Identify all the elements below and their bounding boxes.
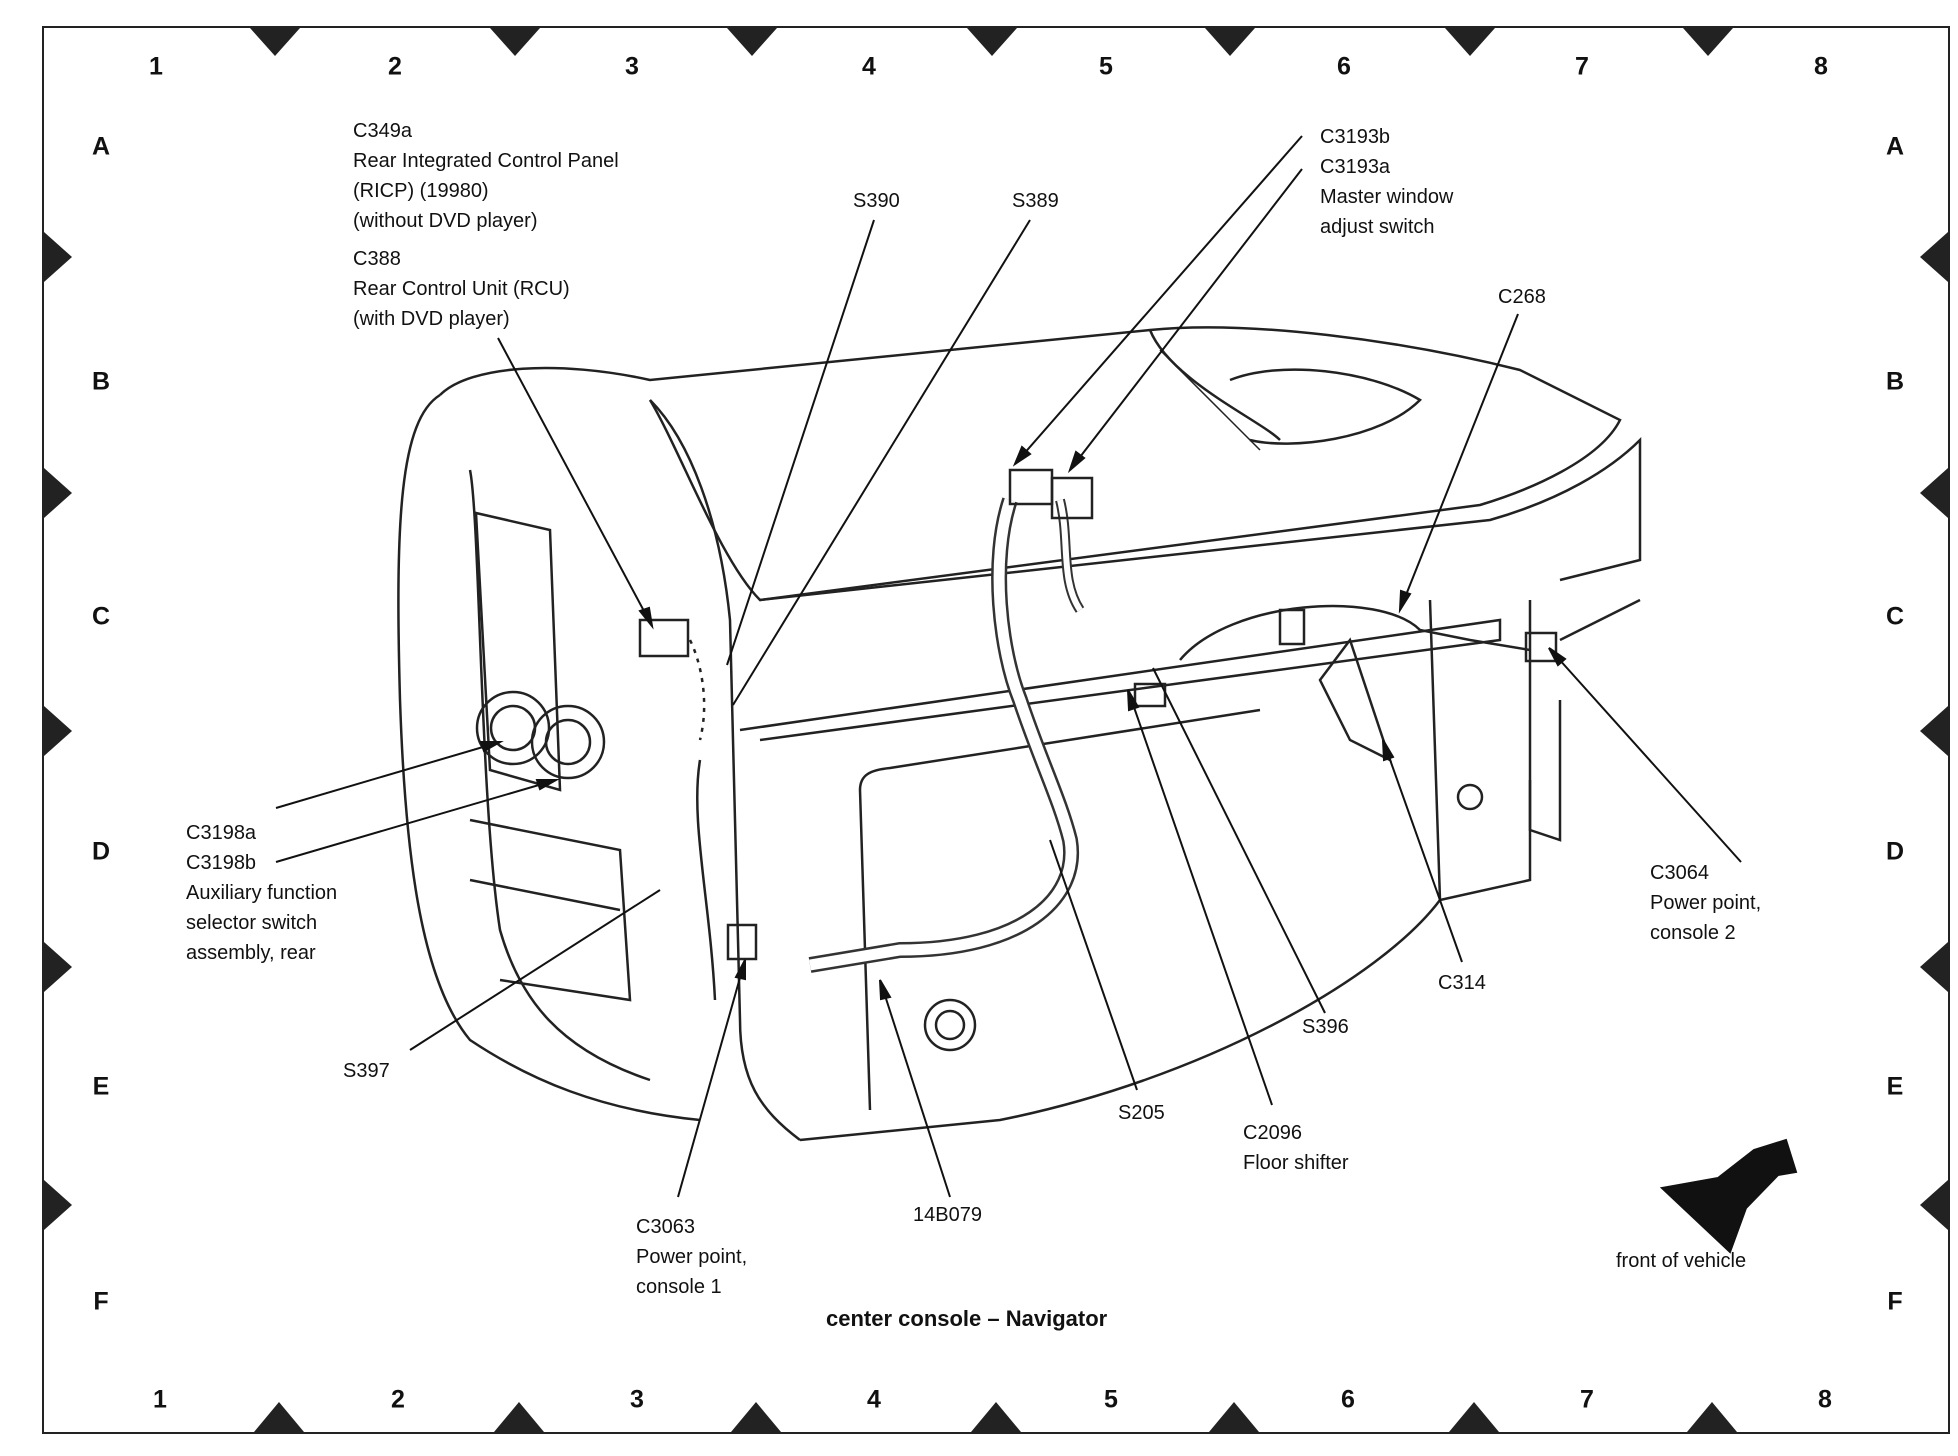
grid-col-8-top: 8 [1814, 52, 1828, 81]
callout-c314: C314 [1438, 972, 1486, 994]
callout-14b079: 14B079 [913, 1204, 982, 1226]
callout-s397: S397 [343, 1060, 390, 1082]
grid-col-2-bottom: 2 [391, 1385, 405, 1414]
grid-row-e-left: E [92, 1072, 110, 1101]
grid-row-a-left: A [91, 132, 111, 161]
grid-row-b-left: B [91, 367, 111, 396]
grid-col-8-bottom: 8 [1818, 1385, 1832, 1414]
diagram-frame [42, 26, 1950, 1434]
grid-row-f-right: F [1887, 1287, 1903, 1316]
connector-id: C388 [353, 248, 401, 270]
callout-c3064: C3064 Power point, console 2 [1650, 862, 1762, 944]
grid-row-d-left: D [91, 837, 111, 866]
grid-col-5-top: 5 [1099, 52, 1113, 81]
grid-col-3-top: 3 [625, 52, 639, 81]
grid-row-d-right: D [1885, 837, 1905, 866]
grid-col-1-bottom: 1 [153, 1385, 167, 1414]
callout-c349a: C349a Rear Integrated Control Panel (RIC… [353, 116, 619, 236]
grid-row-c-right: C [1885, 602, 1905, 631]
grid-col-4-top: 4 [862, 52, 876, 81]
callout-c3193: C3193b C3193a Master window adjust switc… [1320, 126, 1454, 238]
grid-col-3-bottom: 3 [630, 1385, 644, 1414]
callout-c2096: C2096 Floor shifter [1243, 1122, 1349, 1174]
callout-s205: S205 [1118, 1102, 1165, 1124]
registration-marks [44, 28, 1948, 1432]
callout-c3063: C3063 Power point, console 1 [636, 1216, 748, 1298]
grid-col-2-top: 2 [388, 52, 402, 81]
callout-s390: S390 [853, 190, 900, 212]
front-of-vehicle-arrow-icon [1659, 1138, 1798, 1254]
grid-col-6-top: 6 [1337, 52, 1351, 81]
callout-s389: S389 [1012, 190, 1059, 212]
connector-id: C349a [353, 120, 412, 142]
grid-col-7-bottom: 7 [1580, 1385, 1594, 1414]
callout-s396: S396 [1302, 1016, 1349, 1038]
leader-lines [275, 135, 1742, 1198]
callout-c268: C268 [1498, 286, 1546, 308]
grid-col-5-bottom: 5 [1104, 1385, 1118, 1414]
callout-c388: C388 Rear Control Unit (RCU) (with DVD p… [353, 244, 570, 334]
grid-row-a-right: A [1885, 132, 1905, 161]
grid-row-f-left: F [93, 1287, 109, 1316]
grid-col-4-bottom: 4 [867, 1385, 881, 1414]
grid-col-7-top: 7 [1575, 52, 1589, 81]
diagram-caption: center console – Navigator [826, 1306, 1108, 1331]
grid-col-6-bottom: 6 [1341, 1385, 1355, 1414]
front-of-vehicle-label: front of vehicle [1616, 1250, 1747, 1272]
center-console-drawing [397, 326, 1642, 1142]
callout-c3198: C3198a C3198b Auxiliary function selecto… [186, 822, 338, 964]
grid-row-e-right: E [1886, 1072, 1904, 1101]
grid-row-c-left: C [91, 602, 111, 631]
grid-col-1-top: 1 [149, 52, 163, 81]
grid-row-b-right: B [1885, 367, 1905, 396]
